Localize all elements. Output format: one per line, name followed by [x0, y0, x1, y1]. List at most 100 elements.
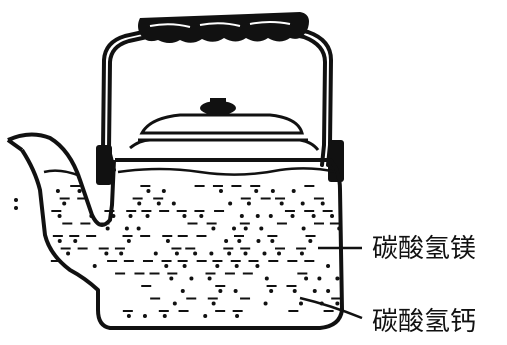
- particle-dot: [126, 314, 131, 318]
- particle-dot: [203, 314, 208, 318]
- particle-dot: [66, 251, 71, 256]
- particle-dot: [211, 301, 216, 306]
- particle-dot: [105, 226, 110, 231]
- particle-dot: [312, 289, 317, 293]
- particle-dot: [239, 214, 244, 218]
- particle-dot: [268, 214, 273, 218]
- particle-dot: [172, 301, 177, 306]
- label-magnesium-bicarbonate: 碳酸氢镁: [372, 234, 476, 264]
- particle-dot: [255, 214, 260, 218]
- particle-dot: [243, 226, 248, 231]
- particle-dot: [277, 251, 282, 256]
- particle-dot: [263, 301, 268, 306]
- kettle-body: [6, 132, 344, 330]
- particle-dot: [57, 239, 62, 243]
- particle-dot: [259, 226, 264, 231]
- water-surface: [43, 167, 337, 178]
- particle-dot: [235, 314, 240, 318]
- particle-dot: [182, 264, 187, 268]
- particle-dot: [224, 239, 229, 243]
- particle-dot: [233, 289, 238, 293]
- particle-dot: [193, 251, 198, 256]
- particle-dot: [337, 226, 342, 231]
- particle-dot: [269, 289, 274, 293]
- particle-dot: [270, 239, 275, 243]
- particle-dot: [145, 214, 150, 218]
- particle-dot: [73, 239, 78, 243]
- kettle-handle: [101, 25, 333, 172]
- particle-dot: [126, 239, 131, 243]
- particle-dot: [57, 214, 62, 218]
- particle-dot: [291, 189, 296, 193]
- stray-mark: [14, 198, 18, 202]
- handle-grip: [138, 12, 309, 43]
- particle-dot: [124, 226, 129, 231]
- particle-dot: [311, 214, 316, 218]
- leader-lines: [299, 246, 363, 320]
- particle-dot: [146, 189, 151, 193]
- dissolved-particles: [50, 185, 342, 318]
- particle-dot: [256, 239, 261, 243]
- particle-dot: [162, 314, 167, 318]
- particle-dot: [262, 251, 267, 256]
- leader-line-lower: [299, 296, 363, 320]
- particle-dot: [215, 264, 220, 268]
- particle-dot: [228, 201, 233, 206]
- particle-dot: [77, 189, 82, 193]
- particle-dot: [136, 226, 141, 231]
- particle-dot: [165, 239, 170, 243]
- particle-dot: [128, 214, 133, 218]
- particle-dot: [182, 214, 187, 218]
- particle-dot: [218, 289, 223, 293]
- particle-dot: [326, 264, 331, 268]
- kettle-lid: [129, 98, 320, 151]
- particle-dot: [292, 289, 297, 293]
- particle-dot: [89, 214, 94, 218]
- particle-dot: [137, 201, 142, 206]
- particle-dot: [317, 276, 322, 281]
- particle-dot: [237, 239, 242, 243]
- particle-dot: [164, 264, 169, 268]
- particle-dot: [62, 201, 67, 206]
- particle-dot: [299, 251, 304, 256]
- particle-dot: [171, 201, 176, 206]
- particle-dot: [119, 251, 124, 256]
- particle-dot: [300, 201, 305, 206]
- particle-dot: [335, 276, 340, 281]
- particle-dot: [301, 226, 306, 231]
- lid-knob: [200, 101, 236, 115]
- particle-dot: [207, 276, 212, 281]
- particle-dot: [243, 251, 248, 256]
- particle-dot: [180, 289, 185, 293]
- particle-dot: [270, 189, 275, 193]
- particle-dot: [254, 189, 259, 193]
- particle-dot: [174, 251, 179, 256]
- particle-dot: [255, 264, 260, 268]
- particle-dot: [189, 276, 194, 281]
- particle-dot: [153, 251, 158, 256]
- particle-dot: [55, 189, 60, 193]
- particle-dot: [218, 189, 223, 193]
- particle-dot: [320, 201, 325, 206]
- particle-dot: [304, 276, 309, 281]
- particle-dot: [169, 276, 174, 281]
- particle-dot: [234, 264, 239, 268]
- particle-dot: [104, 251, 109, 256]
- particle-dot: [246, 201, 251, 206]
- particle-dot: [161, 189, 166, 193]
- particle-dot: [209, 251, 214, 256]
- particle-dot: [290, 214, 295, 218]
- particle-dot: [156, 201, 161, 206]
- particle-dot: [308, 239, 313, 243]
- particle-dot: [111, 214, 116, 218]
- particle-dot: [264, 276, 269, 281]
- particle-dot: [232, 226, 237, 231]
- particle-dot: [279, 201, 284, 206]
- particle-dot: [326, 289, 331, 293]
- particle-dot: [335, 301, 340, 306]
- particle-dot: [330, 214, 335, 218]
- particle-dot: [211, 226, 216, 231]
- particle-dot: [142, 314, 147, 318]
- particle-dot: [92, 264, 97, 268]
